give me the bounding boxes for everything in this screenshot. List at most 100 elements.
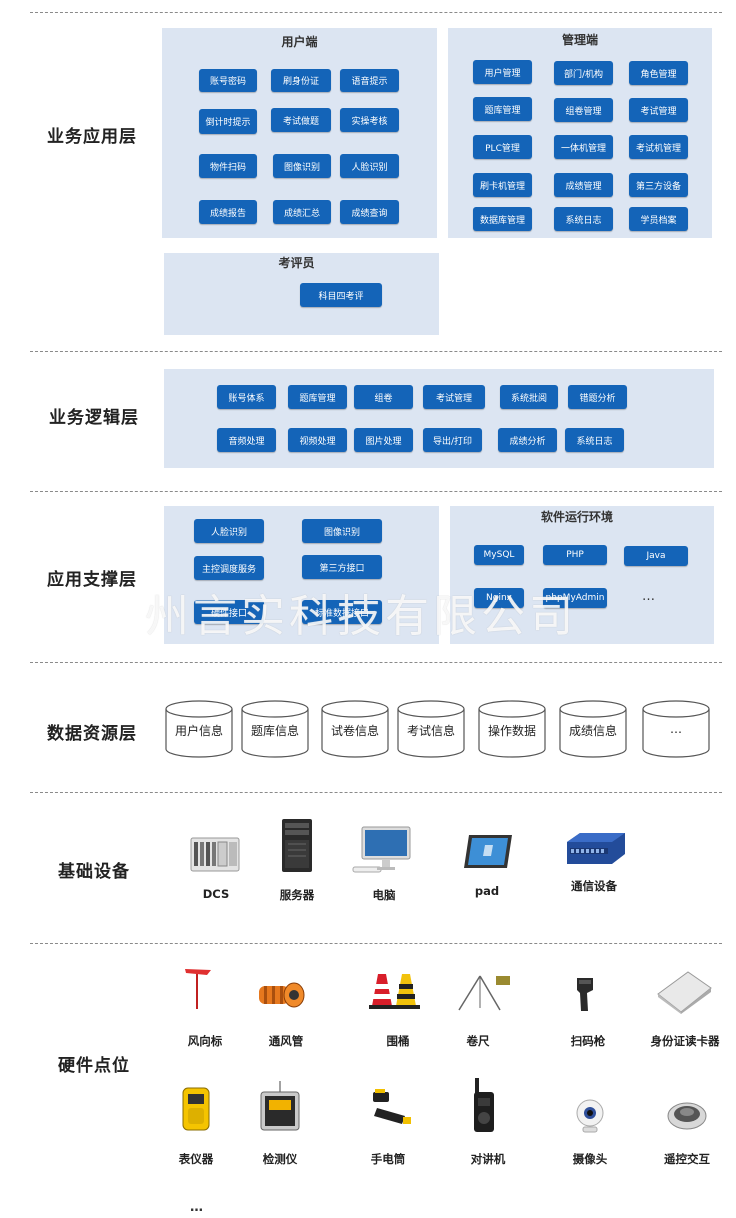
hardware-label: 手电筒 (370, 1152, 406, 1166)
runtime-item: phpMyAdmin (543, 588, 607, 608)
user-end-item: 刷身份证 (271, 69, 331, 92)
examiner-panel: 考评员 (164, 253, 439, 335)
network-switch-icon (567, 833, 625, 864)
hardware-label: 扫码枪 (570, 1034, 606, 1048)
hardware-label: 风向标 (187, 1034, 223, 1048)
data-cylinder: … (642, 700, 710, 758)
layer-title-hardware-points: 硬件点位 (58, 1056, 130, 1076)
examiner-item: 科目四考评 (300, 283, 382, 307)
hardware-label: 摄像头 (572, 1152, 608, 1166)
admin-end-item: 部门/机构 (554, 61, 613, 85)
logic-item: 错题分析 (568, 385, 627, 409)
data-label: 试卷信息 (330, 724, 379, 738)
tape-measure-icon (458, 975, 510, 1011)
hardware-label: 通风管 (268, 1034, 304, 1048)
server-icon (282, 819, 312, 872)
layer-title-business-logic: 业务逻辑层 (49, 408, 139, 428)
admin-end-item: 成绩管理 (554, 173, 613, 197)
support-item: 图像识别 (302, 519, 382, 543)
walkie-talkie-icon (474, 1078, 494, 1132)
logic-item: 图片处理 (354, 428, 413, 452)
admin-end-item: 考试管理 (629, 98, 688, 122)
support-item: 第三方接口 (302, 555, 382, 579)
hardware-label: 围桶 (386, 1034, 410, 1048)
logic-item: 成绩分析 (498, 428, 557, 452)
hardware-label: 检测仪 (262, 1152, 298, 1166)
data-cylinder: 操作数据 (478, 700, 546, 758)
data-cylinder: 试卷信息 (321, 700, 389, 758)
device-label: 服务器 (279, 888, 315, 902)
data-cylinder: 题库信息 (241, 700, 309, 758)
hardware-more: … (190, 1200, 203, 1215)
device-label: DCS (202, 887, 230, 901)
user-end-item: 人脸识别 (340, 154, 399, 178)
data-cylinder: 用户信息 (165, 700, 233, 758)
user-end-title: 用户端 (281, 35, 318, 49)
user-end-item: 考试做题 (271, 108, 331, 132)
admin-end-title: 管理端 (561, 33, 598, 47)
admin-end-item: 考试机管理 (629, 135, 688, 159)
admin-end-item: 组卷管理 (554, 98, 613, 122)
device-label: pad (474, 884, 500, 898)
user-end-item: 成绩报告 (199, 200, 257, 224)
user-end-item: 物件扫码 (199, 154, 257, 178)
traffic-cone-icon (369, 974, 420, 1009)
user-end-item: 成绩汇总 (273, 200, 331, 224)
computer-icon (352, 826, 411, 873)
logic-panel (164, 369, 714, 468)
hardware-label: 遥控交互 (664, 1152, 710, 1166)
examiner-title: 考评员 (278, 256, 315, 270)
logic-item: 题库管理 (288, 385, 347, 409)
data-cylinder: 考试信息 (397, 700, 465, 758)
admin-end-item: 数据库管理 (473, 207, 532, 231)
admin-end-item: 系统日志 (554, 207, 613, 231)
separator (30, 351, 722, 352)
pad-icon (464, 835, 512, 868)
admin-end-item: 题库管理 (473, 97, 532, 121)
logic-item: 导出/打印 (423, 428, 482, 452)
detector-case-icon (260, 1081, 300, 1131)
separator (30, 943, 722, 944)
separator (30, 662, 722, 663)
support-item: 人脸识别 (194, 519, 264, 543)
data-label: 题库信息 (250, 724, 299, 738)
dcs-icon (190, 837, 240, 872)
user-end-item: 实操考核 (340, 108, 399, 132)
layer-title-data-resource: 数据资源层 (47, 724, 137, 744)
data-label: 操作数据 (487, 724, 536, 738)
admin-end-item: PLC管理 (473, 135, 532, 159)
runtime-item: MySQL (474, 545, 524, 565)
runtime-title: 软件运行环境 (540, 510, 613, 524)
hardware-label: 表仪器 (178, 1152, 214, 1166)
user-end-item: 成绩查询 (340, 200, 399, 224)
support-item: 主控调度服务 (194, 556, 264, 580)
logic-item: 系统日志 (565, 428, 624, 452)
admin-end-item: 学员档案 (629, 207, 688, 231)
data-label: … (670, 722, 682, 736)
hardware-label: 对讲机 (470, 1152, 506, 1166)
logic-item: 视频处理 (288, 428, 347, 452)
user-end-item: 语音提示 (340, 69, 399, 92)
ventilation-duct-icon (259, 982, 305, 1008)
data-label: 考试信息 (406, 724, 455, 738)
separator (30, 792, 722, 793)
device-label: 电脑 (372, 888, 396, 902)
watermark: 州言实科技有限公司 (145, 591, 577, 642)
separator (30, 491, 722, 492)
runtime-panel: 软件运行环境 (450, 506, 714, 644)
barcode-scanner-icon (577, 978, 593, 1011)
data-label: 用户信息 (174, 724, 223, 738)
id-card-reader-icon (657, 971, 712, 1014)
logic-item: 账号体系 (217, 385, 276, 409)
admin-end-item: 刷卡机管理 (473, 173, 532, 197)
layer-title-business-app: 业务应用层 (47, 127, 137, 147)
admin-end-item: 角色管理 (629, 61, 688, 85)
layer-title-app-support: 应用支撑层 (47, 570, 137, 590)
separator (30, 12, 722, 13)
user-end-item: 倒计时提示 (199, 109, 257, 134)
hardware-label: 卷尺 (466, 1034, 490, 1048)
runtime-item: PHP (543, 545, 607, 565)
device-label: 通信设备 (571, 879, 617, 893)
logic-item: 音频处理 (217, 428, 276, 452)
admin-end-item: 第三方设备 (629, 173, 688, 197)
